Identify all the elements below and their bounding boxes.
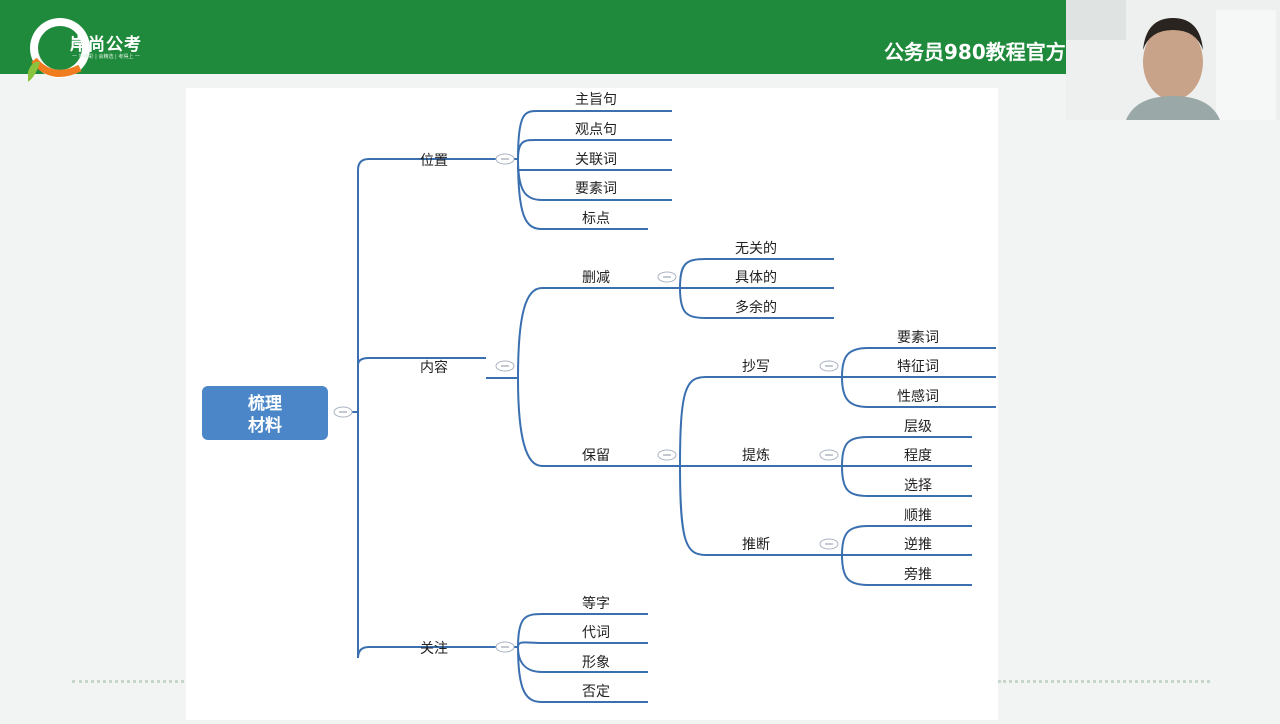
anshang-logo (22, 10, 162, 90)
node-position: 位置 (420, 153, 448, 169)
node-infer: 推断 (742, 537, 770, 553)
webcam-overlay (1066, 0, 1280, 120)
leaf-delete-1: 具体的 (735, 270, 777, 286)
slide-decoration-dots-right (998, 680, 1210, 683)
leaf-attention-0: 等字 (582, 595, 610, 612)
slide-canvas: 梳理 材料 位置 内容 关注 主旨句 观点句 关联词 要素词 标点 (186, 88, 998, 720)
leaf-position-1: 观点句 (575, 122, 617, 138)
node-keep: 保留 (582, 448, 610, 464)
leaf-attention-3: 否定 (582, 684, 610, 700)
logo-text: 岸尚公考 (70, 35, 142, 55)
leaf-refine-2: 选择 (904, 478, 932, 494)
leaf-refine-1: 程度 (904, 448, 932, 464)
leaf-refine-0: 层级 (904, 419, 932, 435)
leaf-position-3: 要素词 (575, 181, 617, 197)
node-copy: 抄写 (742, 359, 770, 375)
leaf-infer-1: 逆推 (904, 537, 932, 553)
leaf-position-4: 标点 (582, 211, 610, 227)
logo-mark-icon (28, 18, 90, 82)
leaf-attention-1: 代词 (582, 625, 610, 641)
slide-decoration-dots-left (72, 680, 184, 683)
node-content: 内容 (420, 359, 448, 376)
leaf-delete-2: 多余的 (735, 299, 777, 316)
node-attention: 关注 (420, 641, 448, 657)
leaf-position-2: 关联词 (575, 152, 617, 168)
node-delete: 删减 (582, 270, 610, 286)
root-node (202, 386, 328, 440)
leaf-infer-0: 顺推 (904, 508, 932, 524)
leaf-attention-2: 形象 (582, 655, 610, 671)
root-line-1: 梳理 (248, 393, 282, 414)
leaf-delete-0: 无关的 (735, 241, 777, 257)
leaf-copy-0: 要素词 (897, 330, 939, 346)
node-refine: 提炼 (742, 448, 770, 464)
root-line-2: 材料 (248, 415, 282, 436)
leaf-infer-2: 旁推 (904, 566, 932, 583)
logo-subtext: 一 学精彩 | 会精选 | 考得上 一 (72, 54, 140, 60)
leaf-copy-1: 特征词 (897, 359, 939, 375)
leaf-position-0: 主旨句 (575, 92, 617, 108)
leaf-copy-2: 性感词 (897, 388, 939, 405)
mindmap-diagram: 梳理 材料 位置 内容 关注 主旨句 观点句 关联词 要素词 标点 (202, 92, 996, 703)
